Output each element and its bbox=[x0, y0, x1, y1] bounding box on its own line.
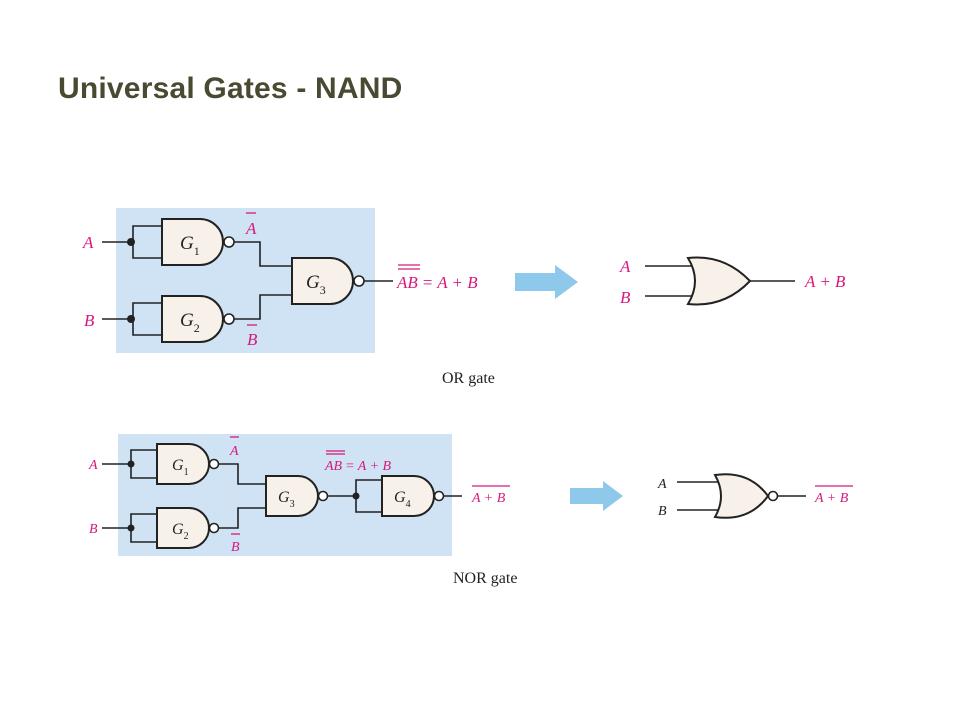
nor-g2-label: G2 bbox=[172, 521, 189, 542]
nor-g3-letter: G bbox=[278, 489, 290, 506]
nor-junction-g4 bbox=[352, 492, 360, 500]
nor-nand-gate-g4 bbox=[381, 475, 435, 517]
nor-output-label: A + B bbox=[471, 491, 506, 506]
nor-g2-bubble bbox=[208, 522, 220, 534]
nor-wire-g2-g3 bbox=[218, 507, 266, 529]
nor-expression: AB= A + B bbox=[324, 459, 392, 474]
nor-b-bar-label: B bbox=[231, 540, 240, 555]
page-title: Universal Gates - NAND bbox=[58, 72, 403, 105]
or-g1-sub: 1 bbox=[194, 244, 200, 258]
or-junction-b bbox=[127, 315, 135, 323]
nor-g4-label: G4 bbox=[394, 489, 411, 510]
or-input-b-label: B bbox=[84, 311, 95, 330]
or-result-a-label: A bbox=[619, 257, 631, 276]
nor-junction-a bbox=[127, 460, 135, 468]
nor-gate-symbol bbox=[713, 473, 770, 519]
or-g1-label: G1 bbox=[180, 233, 200, 258]
or-nand-gate-g1 bbox=[161, 218, 224, 266]
or-g2-bubble bbox=[223, 313, 235, 325]
or-result-b-label: B bbox=[620, 288, 631, 307]
nor-g1-letter: G bbox=[172, 457, 184, 474]
nor-input-a-label: A bbox=[88, 458, 98, 473]
or-a-bar-label: A bbox=[245, 219, 257, 238]
or-g2-letter: G bbox=[180, 310, 194, 331]
nor-g2-sub: 2 bbox=[184, 531, 189, 542]
nor-nand-gate-g1 bbox=[156, 443, 210, 485]
nor-a-bar-label: A bbox=[229, 444, 239, 459]
or-g1-bubble bbox=[223, 236, 235, 248]
or-g2-sub: 2 bbox=[194, 321, 200, 335]
or-b-bar-label: B bbox=[247, 330, 258, 349]
or-expr-rest: = A + B bbox=[422, 273, 478, 292]
nor-g1-bubble bbox=[208, 458, 220, 470]
nor-g4-sub: 4 bbox=[406, 499, 411, 510]
or-g3-label: G3 bbox=[306, 272, 326, 297]
nor-g1-label: G1 bbox=[172, 457, 189, 478]
nor-result-a-label: A bbox=[657, 477, 667, 492]
or-wire-g1-g3 bbox=[234, 241, 292, 267]
nor-g3-bubble bbox=[317, 490, 329, 502]
or-g3-bubble bbox=[353, 275, 365, 287]
nor-result-b-label: B bbox=[658, 504, 667, 519]
or-junction-a bbox=[127, 238, 135, 246]
or-g1-letter: G bbox=[180, 233, 194, 254]
or-expression: AB= A + B bbox=[396, 273, 478, 292]
or-g3-sub: 3 bbox=[320, 283, 326, 297]
nor-nand-gate-g2 bbox=[156, 507, 210, 549]
nor-wire-g1-g3 bbox=[218, 463, 266, 485]
nor-g2-letter: G bbox=[172, 521, 184, 538]
nor-g1-sub: 1 bbox=[184, 467, 189, 478]
nor-result-bubble bbox=[767, 490, 779, 502]
or-equivalent-circuit: G1 G2 G3 A B A B AB= A + B bbox=[82, 208, 478, 353]
or-nand-gate-g3 bbox=[291, 257, 354, 305]
nor-nand-gate-g3 bbox=[265, 475, 319, 517]
or-gate-caption: OR gate bbox=[442, 370, 495, 387]
or-wire-g2-g3 bbox=[234, 294, 292, 320]
nor-g4-letter: G bbox=[394, 489, 406, 506]
nor-expr-rest: = A + B bbox=[345, 459, 391, 474]
or-g3-letter: G bbox=[306, 272, 320, 293]
or-nand-gate-g2 bbox=[161, 295, 224, 343]
nor-equivalence-arrow bbox=[570, 481, 623, 511]
nor-gate-result: A B A + B bbox=[657, 473, 853, 519]
nor-result-output-label: A + B bbox=[814, 491, 849, 506]
nor-gate-caption: NOR gate bbox=[453, 570, 517, 587]
or-gate-result: A B A + B bbox=[619, 256, 846, 307]
nor-junction-b bbox=[127, 524, 135, 532]
nor-g3-label: G3 bbox=[278, 489, 295, 510]
or-equivalence-arrow bbox=[515, 265, 578, 299]
nor-expr-ab: AB bbox=[324, 459, 343, 474]
nor-g3-sub: 3 bbox=[290, 499, 295, 510]
or-result-output-label: A + B bbox=[804, 272, 846, 291]
nor-input-b-label: B bbox=[89, 522, 98, 537]
or-g2-label: G2 bbox=[180, 310, 200, 335]
nor-equivalent-circuit: G1 G2 G3 G4 A B A B AB= A + B A + B bbox=[88, 434, 510, 556]
or-expr-ab: AB bbox=[396, 273, 418, 292]
or-input-a-label: A bbox=[82, 233, 94, 252]
nor-g4-bubble bbox=[433, 490, 445, 502]
or-gate-symbol bbox=[686, 256, 752, 306]
